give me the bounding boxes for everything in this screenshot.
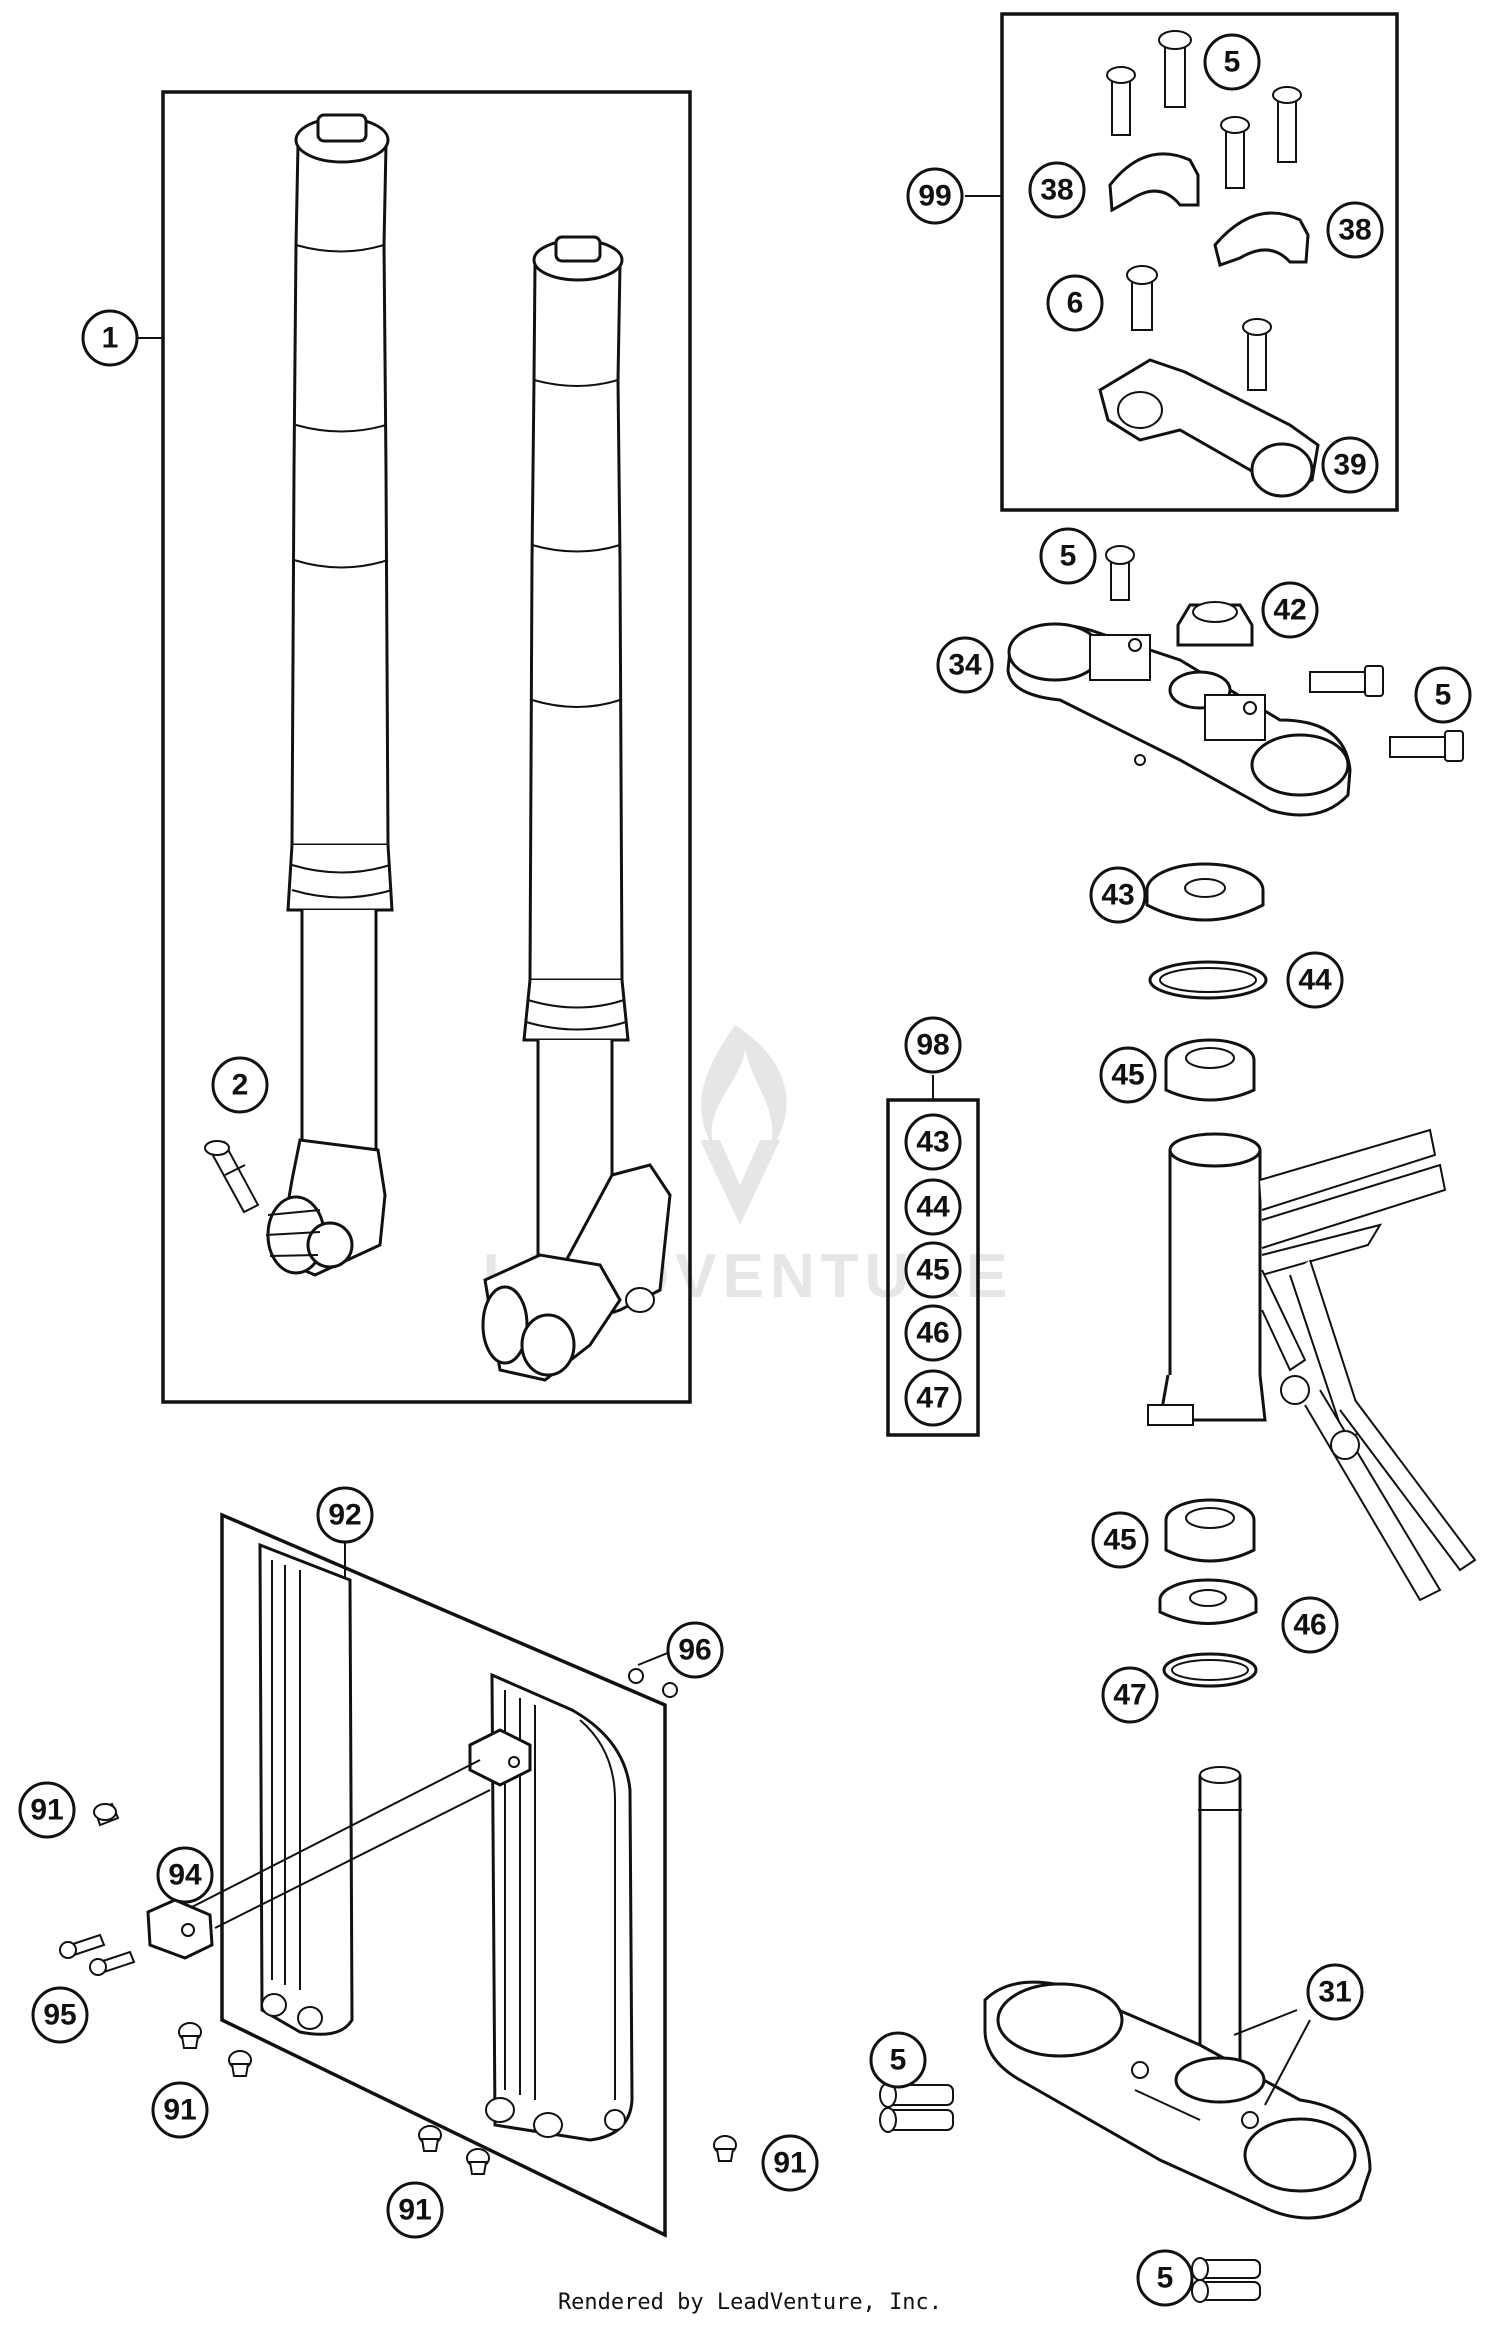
clamp-kit-box: [965, 12, 1399, 512]
svg-text:1: 1: [102, 322, 119, 355]
callout-guard-screw-clip: 95: [31, 1986, 89, 2044]
callout-kit-screw-top: 5: [1203, 33, 1261, 91]
top-triple-clamp: [1006, 545, 1464, 817]
svg-text:46: 46: [916, 1317, 949, 1350]
svg-text:91: 91: [398, 2194, 431, 2227]
callout-steering-stem: 31: [1306, 1963, 1364, 2021]
callout-guard-screw-left: 91: [18, 1781, 76, 1839]
callout-guard-clip: 94: [156, 1846, 214, 1904]
callout-guard-kit: 92: [316, 1486, 374, 1544]
right-fork-leg: [481, 235, 672, 1382]
svg-text:96: 96: [678, 1634, 711, 1667]
callout-top-clamp: 34: [936, 636, 994, 694]
svg-text:94: 94: [168, 1859, 202, 1892]
callouts: 1 2 99 5 38 38 6 39 5 42 34 5 43 44 45 9…: [18, 33, 1472, 2307]
svg-text:43: 43: [916, 1126, 949, 1159]
fork-guard-parts: [59, 1542, 737, 2175]
bearing-kit-box: [886, 1075, 980, 1437]
svg-text:5: 5: [890, 2044, 907, 2077]
callout-bearing-top: 45: [1099, 1046, 1157, 1104]
svg-text:5: 5: [1224, 46, 1241, 79]
svg-text:92: 92: [328, 1499, 361, 1532]
svg-text:45: 45: [1103, 1524, 1136, 1557]
callout-fork-assembly: 1: [81, 309, 139, 367]
svg-text:45: 45: [916, 1254, 949, 1287]
svg-text:99: 99: [918, 180, 951, 213]
svg-text:46: 46: [1293, 1609, 1326, 1642]
svg-text:31: 31: [1318, 1976, 1351, 2009]
callout-fork-screw: 2: [211, 1056, 269, 1114]
svg-text:98: 98: [916, 1029, 949, 1062]
callout-kit-list-3: 46: [904, 1304, 962, 1362]
callout-kit-list-0: 43: [904, 1113, 962, 1171]
bearing-stack-lower: [1158, 1498, 1258, 1688]
callout-kit-list-2: 45: [904, 1241, 962, 1299]
callout-oring-lower: 47: [1101, 1666, 1159, 1724]
svg-text:44: 44: [1298, 964, 1332, 997]
svg-text:38: 38: [1338, 214, 1371, 247]
callout-stem-bolt-upper: 5: [869, 2031, 927, 2089]
svg-text:44: 44: [916, 1191, 950, 1224]
callout-kit-clamp-left: 38: [1028, 161, 1086, 219]
render-credit: Rendered by LeadVenture, Inc.: [557, 2290, 943, 2315]
callout-guard-screw-bottom-left: 91: [151, 2081, 209, 2139]
callout-washer-lower: 46: [1281, 1596, 1339, 1654]
svg-text:2: 2: [232, 1069, 249, 1102]
svg-text:45: 45: [1111, 1059, 1144, 1092]
bearing-stack-top: [1145, 862, 1268, 1102]
callout-kit-list-4: 47: [904, 1369, 962, 1427]
svg-text:5: 5: [1060, 540, 1077, 573]
svg-text:95: 95: [43, 1999, 76, 2032]
svg-text:34: 34: [948, 649, 982, 682]
svg-text:43: 43: [1101, 879, 1134, 912]
callout-top-bolt: 5: [1039, 527, 1097, 585]
callout-washer-top: 43: [1089, 866, 1147, 924]
fork-assembly-box: [138, 90, 692, 1404]
svg-text:5: 5: [1435, 679, 1452, 712]
callout-bearing-lower: 45: [1091, 1511, 1149, 1569]
callout-guard-nut: 96: [666, 1621, 724, 1679]
callout-kit-clamp-right: 38: [1326, 201, 1384, 259]
clamp-kit-parts: [1098, 30, 1320, 498]
callout-stem-bolt-lower: 5: [1136, 2249, 1194, 2307]
svg-text:47: 47: [916, 1382, 949, 1415]
callout-guard-screw-bottom-mid: 91: [386, 2181, 444, 2239]
callout-top-nut: 42: [1261, 581, 1319, 639]
callout-clamp-kit: 99: [906, 167, 964, 225]
svg-text:39: 39: [1333, 449, 1366, 482]
frame-head-tube: [1147, 1128, 1477, 1602]
callout-guard-screw-bottom-right: 91: [761, 2134, 819, 2192]
lower-triple-clamp: [879, 1766, 1372, 2303]
svg-text:5: 5: [1157, 2262, 1174, 2295]
svg-text:91: 91: [773, 2147, 806, 2180]
svg-text:91: 91: [30, 1794, 63, 1827]
fork-screw-part: [204, 1140, 260, 1214]
svg-text:91: 91: [163, 2094, 196, 2127]
left-fork-leg: [265, 113, 394, 1277]
svg-text:38: 38: [1040, 174, 1073, 207]
svg-text:47: 47: [1113, 1679, 1146, 1712]
svg-text:42: 42: [1273, 594, 1306, 627]
callout-oring-top: 44: [1286, 951, 1344, 1009]
callout-kit-list-1: 44: [904, 1178, 962, 1236]
svg-text:6: 6: [1067, 287, 1084, 320]
callout-top-side-bolt: 5: [1414, 666, 1472, 724]
callout-kit-screw-mid: 6: [1046, 274, 1104, 332]
callout-kit-bridge: 39: [1321, 436, 1379, 494]
callout-bearing-kit: 98: [904, 1016, 962, 1074]
